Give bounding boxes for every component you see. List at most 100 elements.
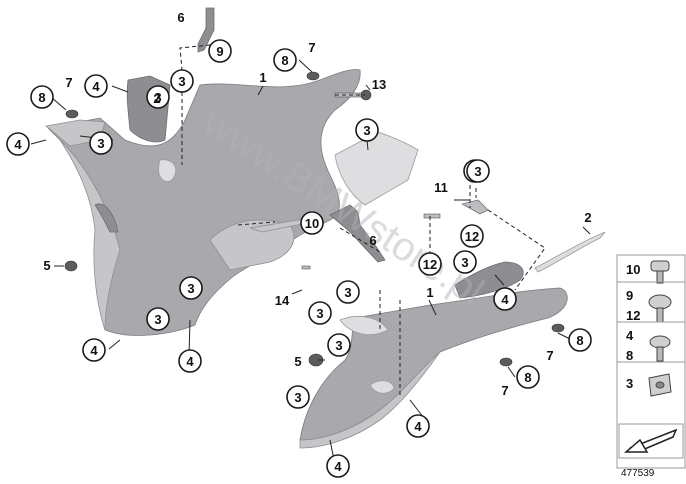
callout-3: 3: [286, 385, 310, 409]
trim-strip: [534, 231, 606, 273]
callout-circle: [568, 328, 592, 352]
callout-6: 6: [177, 10, 184, 25]
callout-circle: [460, 224, 484, 248]
callout-circle: [208, 39, 232, 63]
callout-11: 11: [434, 180, 448, 195]
legend-label: 10: [626, 262, 640, 277]
callout-circle: [178, 349, 202, 373]
callout-2: 2: [153, 91, 160, 106]
clip-nut-icon: [648, 373, 672, 397]
callout-3: 3: [146, 85, 170, 109]
callout-label: 3: [316, 306, 323, 321]
callout-label: 6: [177, 10, 184, 25]
callout-label: 4: [414, 419, 422, 434]
callout-label: 11: [434, 180, 448, 195]
callout-6: 6: [369, 233, 376, 248]
callout-label: 3: [294, 390, 301, 405]
legend-row: 3: [617, 361, 685, 397]
legend-label: 9: [626, 288, 633, 303]
assembly-lines: [179, 44, 546, 398]
callout-label: 3: [363, 123, 370, 138]
callout-circle: [453, 250, 477, 274]
callout-circle: [146, 307, 170, 331]
legend-label: 3: [626, 376, 633, 391]
callout-4: 4: [493, 287, 517, 311]
callout-3: 3: [466, 159, 490, 183]
callout-label: 7: [501, 383, 508, 398]
legend-row: 10: [626, 260, 670, 284]
callout-12: 12: [460, 224, 484, 248]
callout-7: 7: [501, 383, 508, 398]
callout-circle: [84, 74, 108, 98]
callout-3: 3: [327, 333, 351, 357]
callout-circle: [466, 159, 490, 183]
callout-14: 14: [275, 293, 290, 308]
hardware-parts: [64, 71, 565, 367]
callout-label: 3: [335, 338, 342, 353]
callout-3: 3: [308, 301, 332, 325]
callout-4: 4: [82, 338, 106, 362]
callout-circle: [308, 301, 332, 325]
callout-4: 4: [406, 414, 430, 438]
callout-7: 7: [308, 40, 315, 55]
callout-circle: [516, 365, 540, 389]
callout-9: 9: [208, 39, 232, 63]
callout-8: 8: [516, 365, 540, 389]
callout-circle: [418, 252, 442, 276]
callout-label: 8: [576, 333, 583, 348]
legend-label: 8: [626, 348, 633, 363]
callout-label: 10: [305, 216, 319, 231]
callout-label: 8: [38, 90, 45, 105]
callout-3: 3: [453, 250, 477, 274]
callout-8: 8: [568, 328, 592, 352]
callout-circle: [273, 48, 297, 72]
callout-7: 7: [65, 75, 72, 90]
callout-3: 3: [179, 276, 203, 300]
callout-label: 3: [474, 164, 481, 179]
callout-2: 2: [584, 210, 591, 225]
callout-circle: [30, 85, 54, 109]
callout-label: 8: [524, 370, 531, 385]
callout-12: 12: [418, 252, 442, 276]
callout-circle: [89, 131, 113, 155]
callout-3: 3: [355, 118, 379, 142]
flat-screw-icon: [649, 335, 671, 362]
callout-circle: [326, 454, 350, 478]
callout-circle: [146, 85, 170, 109]
callout-8: 8: [273, 48, 297, 72]
callout-8: 8: [30, 85, 54, 109]
callout-label: 1: [259, 70, 266, 85]
callout-label: 9: [216, 44, 223, 59]
callout-label: 7: [308, 40, 315, 55]
callout-3: 3: [336, 280, 360, 304]
left-side-panel: [45, 69, 361, 336]
callout-label: 6: [369, 233, 376, 248]
middle-bracket: [329, 204, 386, 263]
callout-circle: [327, 333, 351, 357]
callout-label: 4: [90, 343, 98, 358]
callout-label: 4: [501, 292, 509, 307]
callouts-layer: 6931871374383432311310612251231433143344…: [6, 10, 592, 478]
callout-1: 1: [259, 70, 266, 85]
callout-3: 3: [89, 131, 113, 155]
callout-label: 2: [153, 91, 160, 106]
callout-circle: [179, 276, 203, 300]
callout-circle: [286, 385, 310, 409]
right-lower-panel: [299, 261, 568, 449]
callout-label: 4: [14, 137, 22, 152]
callout-4: 4: [6, 132, 30, 156]
callout-label: 3: [154, 90, 161, 105]
callout-label: 3: [178, 74, 185, 89]
screw-icon: [650, 260, 670, 284]
callout-label: 3: [154, 312, 161, 327]
callout-4: 4: [84, 74, 108, 98]
callout-circle: [170, 69, 194, 93]
callout-label: 2: [584, 210, 591, 225]
legend-row: 48: [617, 321, 685, 363]
callout-circle: [493, 287, 517, 311]
callout-label: 1: [426, 285, 433, 300]
bracket-part: [197, 7, 215, 53]
callout-4: 4: [326, 454, 350, 478]
